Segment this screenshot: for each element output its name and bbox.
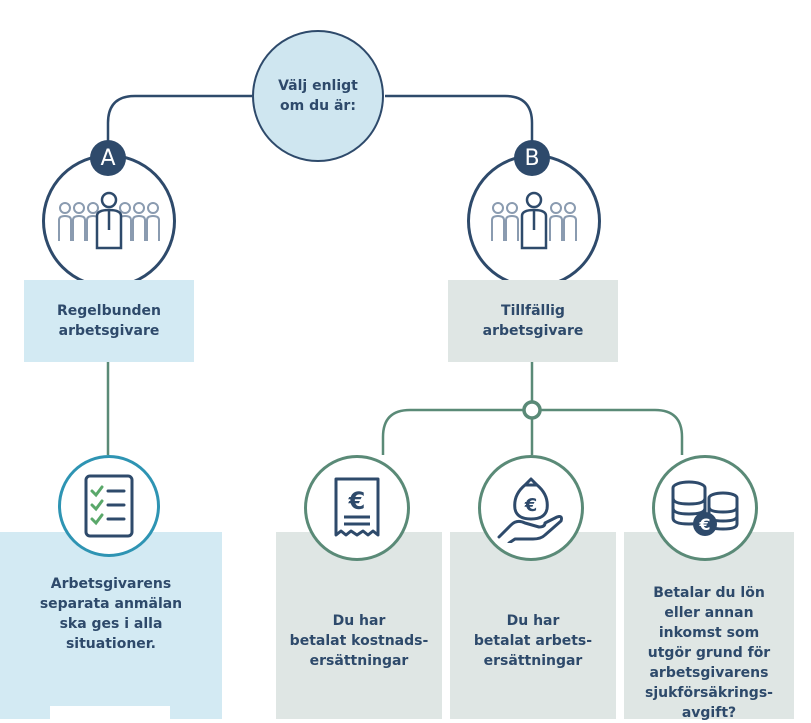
team-people-icon (58, 191, 160, 250)
branch-a-label: Regelbunden arbetsgivare (56, 303, 162, 339)
result-white-tab (50, 706, 170, 719)
branch-a-box: Regelbunden arbetsgivare (24, 280, 194, 362)
svg-text:€: € (348, 487, 366, 515)
center-question-circle: Välj enligt om du är: (252, 30, 384, 162)
option-3-text: Betalar du lön eller annan inkomst som u… (645, 584, 773, 721)
option-box-3: Betalar du lön eller annan inkomst som u… (624, 532, 794, 721)
connector-center-to-a (106, 94, 252, 146)
option-1-text: Du har betalat kostnads- ersättningar (289, 612, 429, 669)
connector-split-branches (381, 408, 684, 455)
coins-euro-icon: € (671, 480, 739, 536)
group-people-icon (491, 191, 577, 250)
branch-b-label: Tillfällig arbetsgivare (482, 303, 584, 339)
svg-text:€: € (698, 515, 710, 534)
checklist-icon (84, 474, 134, 538)
option-2-text: Du har betalat arbets- ersättningar (473, 612, 593, 669)
option-box-2: Du har betalat arbets- ersättningar (450, 532, 616, 719)
option-3-icon-circle: € (652, 455, 758, 561)
branch-a-result-circle (58, 455, 160, 557)
branch-a-badge: A (90, 140, 126, 176)
option-box-1: Du har betalat kostnads- ersättningar (276, 532, 442, 719)
branch-a-result-text: Arbetsgivarens separata anmälan ska ges … (39, 575, 183, 652)
split-node (522, 400, 542, 420)
branch-b-box: Tillfällig arbetsgivare (448, 280, 618, 362)
center-question-text: Välj enligt om du är: (278, 78, 358, 114)
receipt-euro-icon: € (334, 477, 380, 537)
connector-center-to-b (385, 94, 534, 146)
svg-text:€: € (524, 495, 538, 516)
branch-b-badge: B (514, 140, 550, 176)
option-2-icon-circle: € (478, 455, 584, 561)
branch-a-result-box: Arbetsgivarens separata anmälan ska ges … (0, 532, 222, 719)
hand-moneybag-icon: € (497, 477, 563, 543)
option-1-icon-circle: € (304, 455, 410, 561)
